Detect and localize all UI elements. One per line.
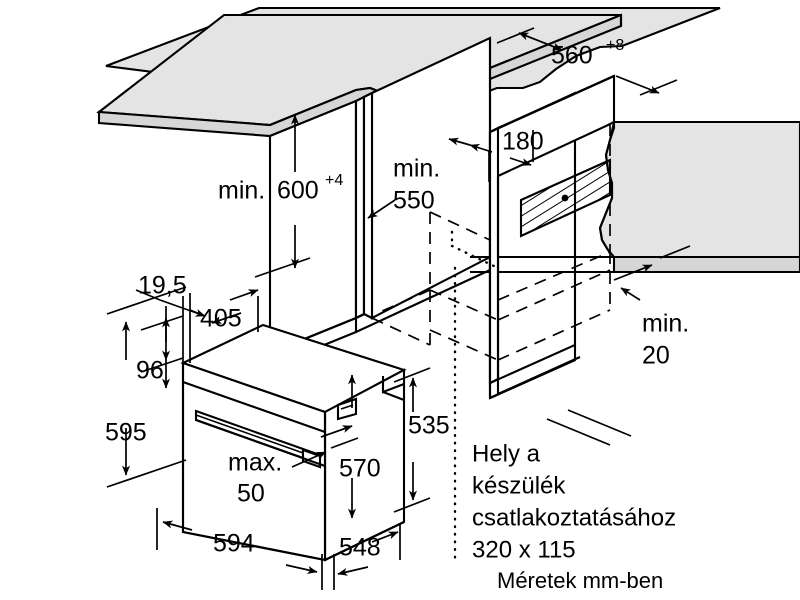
label-niche-width: 550 <box>393 187 435 215</box>
dimension-labels: 560 +8 min. 600 +4 min. 550 180 min. 20 … <box>105 37 689 561</box>
label-niche-height: 600 <box>277 177 319 205</box>
label-panel-width: 405 <box>200 305 242 333</box>
note-line-3: csatlakoztatásához <box>472 504 676 531</box>
note-line-2: készülék <box>472 472 566 499</box>
hidden-edges <box>371 123 611 361</box>
rear-wall <box>470 120 800 274</box>
units-note: Méretek mm-ben <box>497 568 663 593</box>
label-niche-depth: 560 <box>551 42 593 70</box>
connection-point-marker <box>561 194 569 202</box>
units-label: Méretek mm-ben <box>497 568 663 593</box>
label-body-height-rear: 535 <box>408 412 450 440</box>
label-door-gap-prefix: max. <box>228 449 282 477</box>
label-front-trim-depth: 19,5 <box>138 272 187 300</box>
label-rear-clearance: 20 <box>642 342 670 370</box>
right-niche-panel <box>488 74 616 399</box>
connection-note: Hely a készülék csatlakoztatásához 320 x… <box>472 440 676 563</box>
label-appliance-width: 594 <box>213 530 255 558</box>
label-body-height-front: 570 <box>339 455 381 483</box>
label-niche-width-prefix: min. <box>393 155 440 183</box>
label-control-panel-height: 96 <box>136 357 164 385</box>
dimension-lines <box>106 27 691 590</box>
label-appliance-depth: 548 <box>339 534 381 562</box>
note-line-4: 320 x 115 <box>472 536 576 563</box>
label-niche-height-prefix: min. <box>218 177 265 205</box>
label-niche-depth-tolerance: +8 <box>606 37 624 54</box>
note-line-1: Hely a <box>472 440 541 467</box>
label-rear-clearance-prefix: min. <box>642 310 689 338</box>
cabinet-carcass <box>268 15 623 400</box>
oven-appliance <box>180 323 407 562</box>
label-niche-height-tolerance: +4 <box>325 172 343 189</box>
label-appliance-height: 595 <box>105 419 147 447</box>
label-rear-offset: 180 <box>502 128 544 156</box>
label-door-gap: 50 <box>237 480 265 508</box>
